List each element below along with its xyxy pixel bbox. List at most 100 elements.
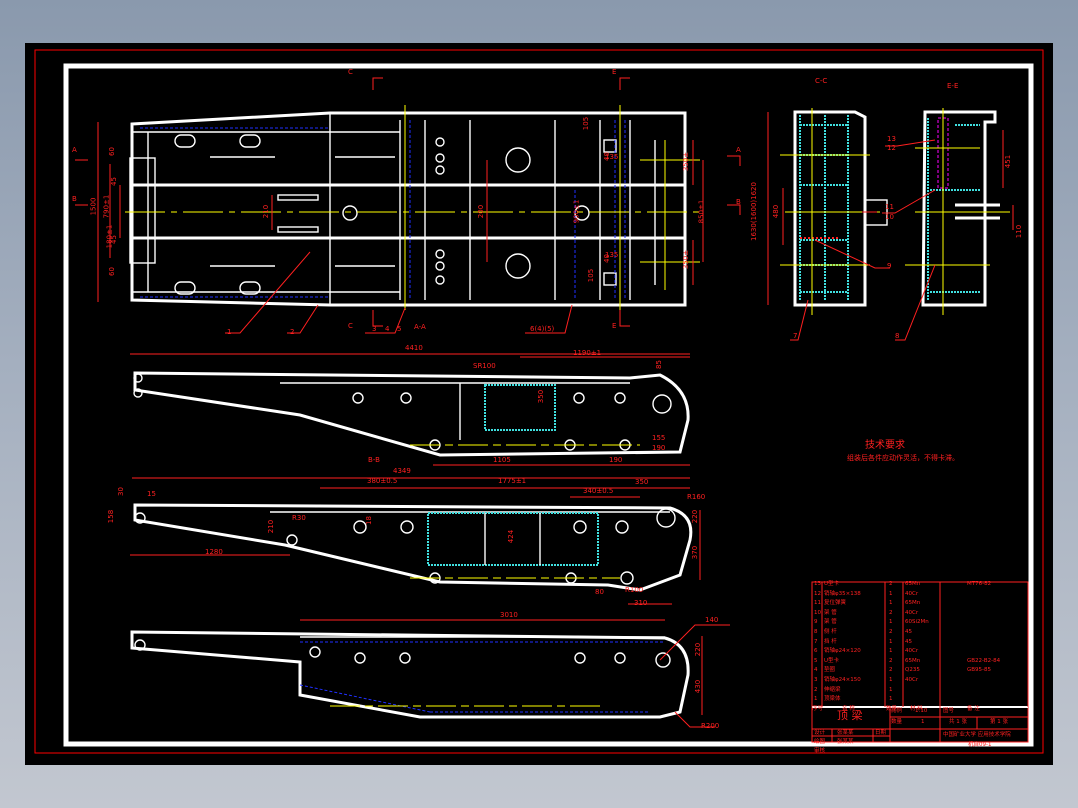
callout-4: 4 — [385, 325, 390, 333]
side-view-1 — [130, 353, 690, 466]
sv1-sr: SR100 — [473, 362, 496, 370]
marker-a-right: A — [736, 146, 741, 154]
inner-frame — [63, 63, 1034, 747]
sv3-r200: R200 — [701, 722, 720, 730]
text-layer: C C E E A B A B 1500 790±1 60 60 45 45 1… — [25, 43, 1053, 765]
callout-12: 12 — [887, 144, 896, 152]
sv2-r160: R160 — [687, 493, 706, 501]
title-block-org: 中国矿业大学 应用技术学院 — [943, 732, 1011, 738]
sv2-158: 158 — [107, 509, 116, 524]
title-block-date-label: 日期 — [875, 730, 887, 736]
sv1-85: 85 — [654, 360, 663, 369]
title-block-drawing-no-label: 图号 — [943, 708, 955, 714]
section-cc-label: C-C — [815, 77, 828, 85]
callout-3: 3 — [372, 325, 377, 333]
callout-10: 10 — [885, 213, 894, 221]
dim-135-a: 135 — [605, 153, 619, 161]
marker-b-right: B — [736, 198, 741, 206]
plan-view — [75, 77, 741, 334]
sv2-r100: R100 — [625, 586, 644, 594]
sv2-310: 310 — [634, 599, 648, 607]
marker-e-top: E — [612, 68, 617, 76]
sv1-350: 350 — [537, 389, 546, 404]
marker-c-top: C — [348, 68, 353, 76]
dim-900: 900±1 — [572, 199, 581, 224]
callout-13: 13 — [887, 135, 896, 143]
callout-8: 8 — [895, 332, 900, 340]
title-block-sheet-no: 第 1 张 — [990, 719, 1008, 725]
title-block-designer-label: 设计 — [814, 730, 826, 736]
callout-7: 7 — [793, 332, 798, 340]
section-ee-label: E-E — [947, 82, 959, 90]
sv2-18: 18 — [364, 516, 373, 525]
sv2-1280: 1280 — [205, 548, 223, 556]
marker-a-left: A — [72, 146, 77, 154]
sv2-30: 30 — [116, 487, 125, 496]
dim-350-b: 350± — [682, 249, 691, 270]
side-view-2 — [130, 477, 701, 605]
title-block-class: 机自09-1 — [968, 742, 992, 748]
callout-11: 11 — [885, 203, 894, 211]
marker-c-bottom: C — [348, 322, 353, 330]
sv1-155: 155 — [652, 434, 666, 442]
callout-5: 5 — [397, 325, 402, 333]
marker-e-bottom: E — [612, 322, 617, 330]
dim-180: 180±1 — [105, 224, 114, 249]
title-block-qty: 1 — [921, 719, 925, 725]
section-ee-d1: 451 — [1004, 154, 1013, 169]
sv3-length: 3010 — [500, 611, 518, 619]
sv3-tolerance: 140 — [705, 616, 719, 624]
tech-req-line1: 组装后各件应动作灵活，不得卡滞。 — [847, 454, 959, 462]
marker-b-left: B — [72, 195, 77, 203]
dim-1500: 1500 — [89, 197, 98, 216]
callout-6: 6(4)(5) — [530, 325, 555, 333]
dim-105-a: 105 — [582, 116, 591, 131]
dim-135-b: 135 — [605, 251, 619, 259]
sv2-80: 80 — [595, 588, 604, 596]
section-cc-height: 1630(1600)1620 — [749, 182, 758, 241]
callout-9: 9 — [887, 262, 892, 270]
sv2-370: 370 — [691, 545, 700, 560]
title-block-sheets-total: 共 1 张 — [949, 719, 967, 725]
section-cc — [767, 108, 890, 341]
title-block-qty-label: 数量 — [891, 719, 903, 725]
sv1-1105: 1105 — [493, 456, 511, 464]
sv2-220: 220 — [691, 509, 700, 524]
sv2-424: 424 — [507, 529, 516, 544]
dim-45-a: 45 — [109, 177, 118, 186]
sv3-220: 220 — [694, 642, 703, 657]
tech-req-title: 技术要求 — [865, 440, 905, 451]
sv1-190a: 190 — [652, 444, 666, 452]
title-block-scale: 1:10 — [915, 708, 928, 714]
title-block-designer: 张某某 — [837, 730, 854, 736]
sv2-15: 15 — [147, 490, 156, 498]
sv2-210: 210 — [267, 519, 276, 534]
sv3-430: 430 — [694, 679, 703, 694]
title-block-drafter-label: 绘图 — [814, 739, 826, 745]
side-view-3 — [130, 619, 730, 728]
callout-1: 1 — [227, 328, 232, 336]
sv2-380: 380±0.5 — [367, 477, 398, 485]
dim-850: 850±1 — [697, 199, 706, 224]
dim-210: 210 — [262, 204, 271, 219]
outer-frame — [34, 49, 1044, 754]
sv1-1190: 1190±1 — [573, 349, 602, 357]
bom-header: 序号名 称数量材 料备 注 — [812, 705, 980, 712]
callout-2: 2 — [290, 328, 295, 336]
section-ee-d2: 110 — [1015, 224, 1024, 239]
section-ee — [882, 108, 1014, 341]
sv1-190b: 190 — [609, 456, 623, 464]
